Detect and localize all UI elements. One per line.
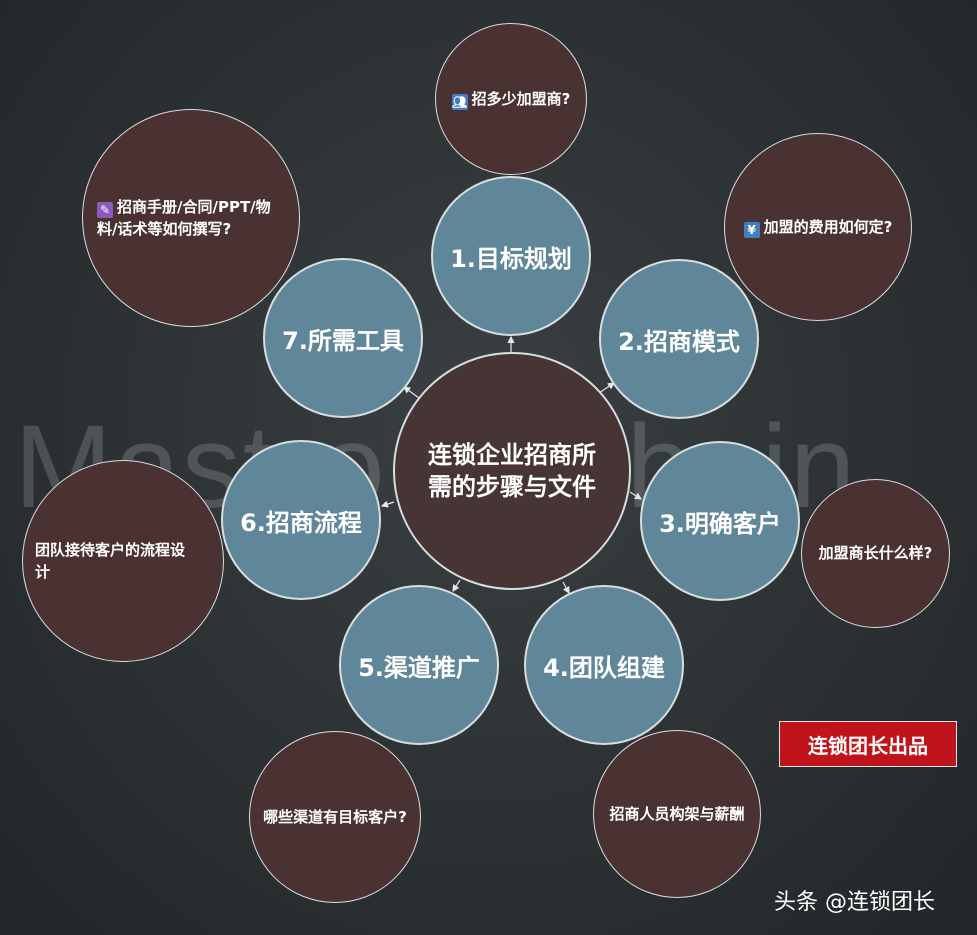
question-bubble-1: 👥︎招多少加盟商? — [435, 23, 587, 175]
arrow-to-step-6 — [380, 500, 395, 508]
center-topic: 连锁企业招商所需的步骤与文件 — [393, 352, 631, 590]
step-2-business-model: 2.招商模式 — [599, 259, 759, 419]
question-bubble-3: 加盟商长什么样? — [801, 479, 950, 628]
question-text-7: 招商手册/合同/PPT/物料/话术等如何撰写? — [97, 197, 271, 239]
question-text-2: 加盟的费用如何定? — [763, 217, 893, 236]
question-bubble-6: 团队接待客户的流程设计 — [22, 460, 224, 662]
yen-icon: ¥ — [743, 221, 760, 238]
step-label-4: 4.团队组建 — [543, 653, 665, 682]
arrow-to-step-5 — [452, 579, 461, 593]
people-icon: 👥︎ — [451, 93, 468, 110]
question-text-4: 招商人员构架与薪酬 — [609, 804, 745, 823]
question-text-1: 招多少加盟商? — [471, 89, 571, 108]
question-text-6: 团队接待客户的流程设计 — [35, 540, 186, 582]
pencil-icon: ✎ — [97, 201, 113, 218]
question-bubble-7: ✎招商手册/合同/PPT/物料/话术等如何撰写? — [82, 109, 300, 327]
arrow-to-step-3 — [629, 491, 643, 500]
step-label-1: 1.目标规划 — [450, 244, 572, 273]
question-text-5: 哪些渠道有目标客户? — [263, 807, 407, 826]
brand-badge: 连锁团长出品 — [779, 721, 957, 767]
step-4-team-building: 4.团队组建 — [524, 585, 684, 745]
step-label-5: 5.渠道推广 — [358, 653, 480, 682]
question-bubble-4: 招商人员构架与薪酬 — [593, 730, 761, 898]
step-label-3: 3.明确客户 — [659, 509, 781, 538]
question-bubble-2: ¥加盟的费用如何定? — [724, 133, 912, 321]
step-7-tools: 7.所需工具 — [263, 258, 423, 418]
step-1-target-planning: 1.目标规划 — [431, 176, 591, 336]
question-text-3: 加盟商长什么样? — [818, 544, 933, 563]
question-bubble-5: 哪些渠道有目标客户? — [249, 731, 421, 903]
arrow-to-step-4 — [562, 581, 570, 595]
step-label-6: 6.招商流程 — [240, 508, 362, 537]
center-title: 连锁企业招商所需的步骤与文件 — [428, 440, 596, 501]
arrow-to-step-7 — [403, 386, 420, 399]
step-label-7: 7.所需工具 — [282, 326, 404, 355]
step-label-2: 2.招商模式 — [618, 327, 740, 356]
step-5-channel-promotion: 5.渠道推广 — [339, 585, 499, 745]
step-3-target-customer: 3.明确客户 — [640, 441, 800, 601]
source-credit: 头条 @连锁团长 — [774, 890, 935, 915]
step-6-process: 6.招商流程 — [221, 440, 381, 600]
